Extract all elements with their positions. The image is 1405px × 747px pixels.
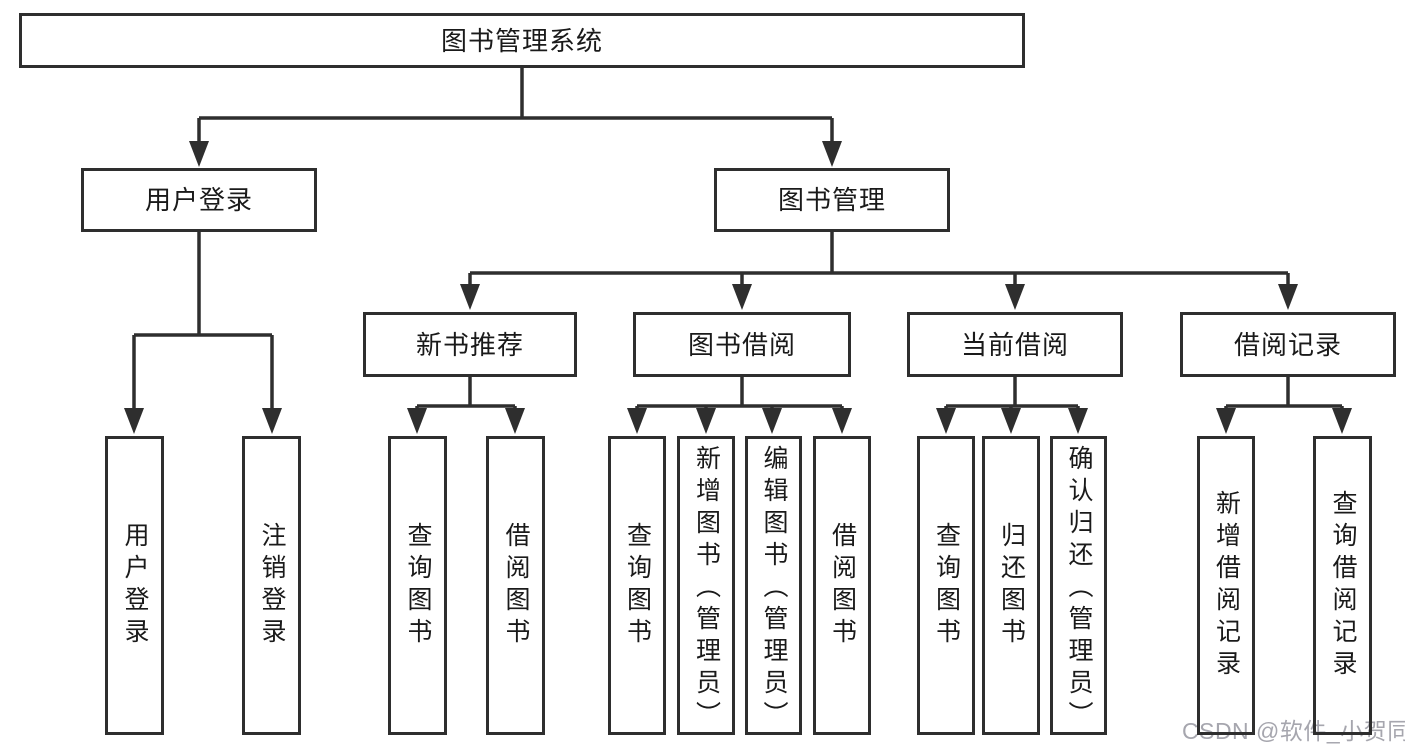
- arrowhead: [832, 408, 852, 434]
- arrowhead: [1068, 408, 1088, 434]
- branch-line: [132, 232, 274, 416]
- node-leaf-query-books-current: 查询图书: [917, 436, 975, 735]
- arrowhead: [732, 284, 752, 310]
- node-current-borrowing: 当前借阅: [907, 312, 1123, 377]
- node-user-login: 用户登录: [81, 168, 317, 232]
- connector-user-login-split: [124, 232, 282, 434]
- node-leaf-add-borrow-record: 新增借阅记录: [1197, 436, 1255, 735]
- arrowhead: [262, 408, 282, 434]
- arrowhead: [460, 284, 480, 310]
- connector-new-book-recommendation-split: [407, 377, 525, 434]
- node-new-book-recommendation: 新书推荐: [363, 312, 577, 377]
- node-leaf-logout: 注销登录: [242, 436, 301, 735]
- node-library-management-system: 图书管理系统: [19, 13, 1025, 68]
- node-leaf-borrow-books-borrowing: 借阅图书: [813, 436, 871, 735]
- connector-root-split: [189, 68, 842, 167]
- arrowhead: [1216, 408, 1236, 434]
- branch-line: [415, 377, 517, 416]
- arrowhead: [1278, 284, 1298, 310]
- node-leaf-confirm-return-admin: 确认归还（管理员）: [1050, 436, 1107, 735]
- node-leaf-add-book-admin: 新增图书（管理员）: [677, 436, 735, 735]
- node-book-borrowing: 图书借阅: [633, 312, 851, 377]
- arrowhead: [822, 141, 842, 167]
- connector-borrowing-records-split: [1216, 377, 1352, 434]
- node-leaf-query-books-borrowing: 查询图书: [608, 436, 666, 735]
- arrowhead: [627, 408, 647, 434]
- node-leaf-return-books: 归还图书: [982, 436, 1040, 735]
- arrowhead: [505, 408, 525, 434]
- node-leaf-edit-book-admin: 编辑图书（管理员）: [745, 436, 802, 735]
- arrowhead: [407, 408, 427, 434]
- arrowhead: [936, 408, 956, 434]
- arrowhead: [189, 141, 209, 167]
- connector-book-management-split: [460, 232, 1298, 310]
- connector-book-borrowing-split: [627, 377, 852, 434]
- node-borrowing-records: 借阅记录: [1180, 312, 1396, 377]
- arrowhead: [1005, 284, 1025, 310]
- arrowhead: [696, 408, 716, 434]
- branch-line: [635, 377, 844, 416]
- branch-line: [1224, 377, 1344, 416]
- node-leaf-query-books-recommendation: 查询图书: [388, 436, 447, 735]
- branch-line: [197, 68, 834, 148]
- watermark-text: CSDN @软件_小贺同学: [1182, 718, 1405, 744]
- arrowhead: [1001, 408, 1021, 434]
- arrowhead: [1332, 408, 1352, 434]
- node-leaf-user-login: 用户登录: [105, 436, 164, 735]
- node-book-management: 图书管理: [714, 168, 950, 232]
- node-leaf-borrow-books-recommendation: 借阅图书: [486, 436, 545, 735]
- connector-current-borrowing-split: [936, 377, 1088, 434]
- branch-line: [468, 232, 1290, 292]
- arrowhead: [124, 408, 144, 434]
- node-leaf-query-borrow-record: 查询借阅记录: [1313, 436, 1372, 735]
- arrowhead: [762, 408, 782, 434]
